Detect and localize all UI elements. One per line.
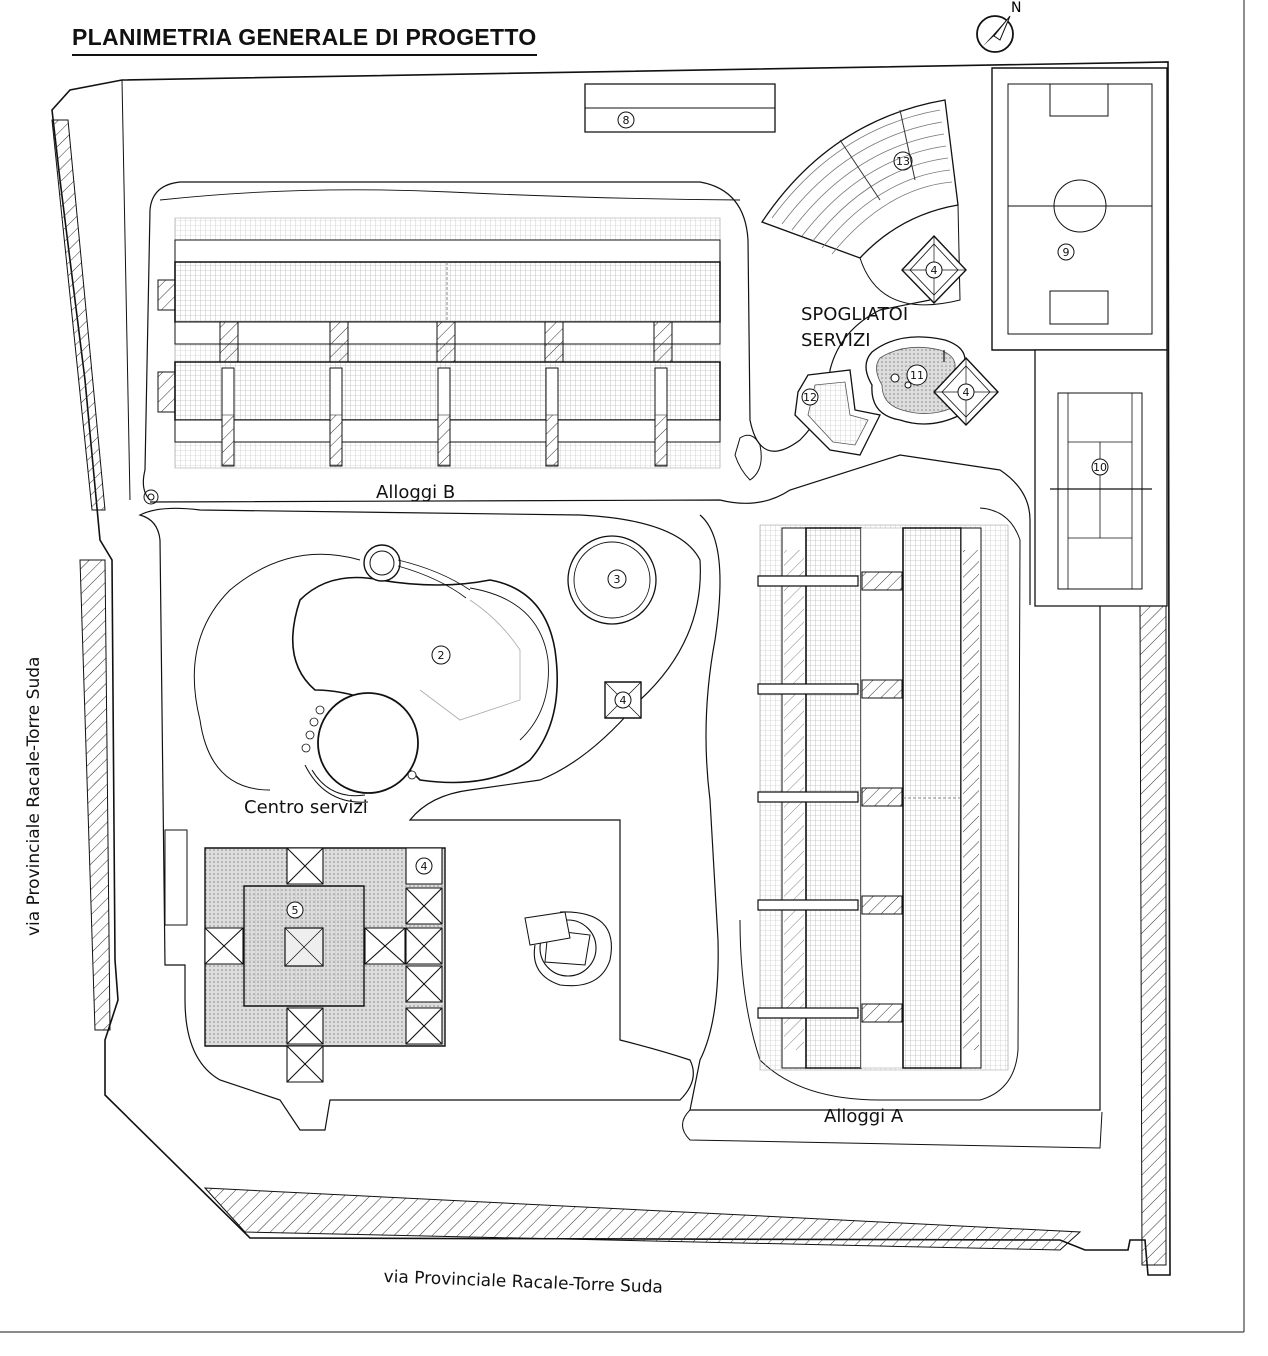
football-field-9 — [992, 68, 1167, 350]
marker-10: 10 — [1093, 461, 1107, 474]
service-centre-building — [302, 693, 418, 802]
pavilion-4-north — [902, 236, 966, 303]
circular-area-3 — [568, 536, 656, 624]
marker-8: 8 — [623, 114, 630, 127]
parking-strip-west-lower — [80, 560, 110, 1030]
pool-area-2 — [194, 554, 557, 790]
sculpture-feature — [525, 912, 611, 986]
north-arrow-icon — [977, 16, 1013, 52]
marker-2: 2 — [438, 649, 445, 662]
marker-4-centre: 4 — [620, 694, 627, 707]
marker-5: 5 — [292, 904, 299, 917]
housing-block-a — [758, 525, 1008, 1070]
marker-11: 11 — [910, 369, 924, 382]
parking-strip-east — [1140, 605, 1166, 1265]
building-5 — [165, 830, 445, 1082]
marker-13: 13 — [896, 155, 910, 168]
label-road-west: via Provinciale Racale-Torre Suda — [24, 656, 44, 936]
marker-4-south: 4 — [421, 860, 428, 873]
marker-3: 3 — [614, 573, 621, 586]
housing-block-b — [158, 190, 740, 468]
label-spogliatoi: SPOGLIATOI — [801, 304, 909, 325]
label-centro-servizi: Centro servizi — [244, 797, 368, 818]
amphitheatre-13 — [762, 100, 960, 305]
label-alloggi-a: Alloggi A — [824, 1106, 904, 1127]
gazebo-north — [364, 545, 470, 598]
marker-4-east: 4 — [963, 386, 970, 399]
building-12 — [795, 370, 880, 455]
pavilion-4-east — [934, 358, 998, 425]
marker-4-north: 4 — [931, 264, 938, 277]
building-8 — [585, 84, 775, 132]
internal-road-outer — [143, 182, 930, 500]
label-alloggi-b: Alloggi B — [376, 482, 456, 503]
marker-12: 12 — [803, 391, 817, 404]
tennis-court-10 — [1035, 350, 1167, 606]
label-servizi: SERVIZI — [801, 330, 871, 351]
parking-strip-south — [205, 1188, 1080, 1250]
parking-strip-west-upper — [52, 120, 105, 510]
north-label: N — [1011, 0, 1022, 16]
pavilion-4-centre — [605, 682, 641, 718]
marker-9: 9 — [1063, 246, 1070, 259]
drawing-title: PLANIMETRIA GENERALE DI PROGETTO — [72, 24, 537, 56]
